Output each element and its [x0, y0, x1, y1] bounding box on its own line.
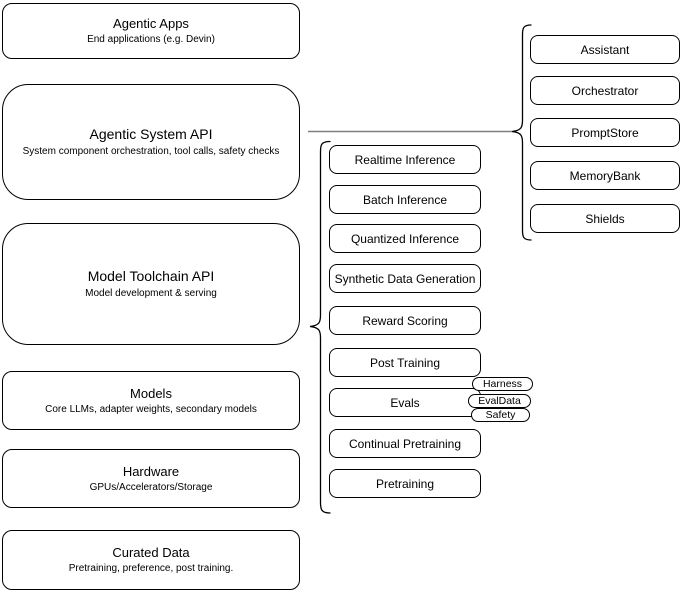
component-batch-inference: Batch Inference [329, 185, 481, 214]
system-component-orchestrator: Orchestrator [530, 76, 680, 105]
eval-tag-harness: Harness [472, 377, 533, 391]
layer-subtitle: End applications (e.g. Devin) [87, 34, 215, 45]
component-label: PromptStore [571, 125, 639, 140]
layer-agentic-apps: Agentic Apps End applications (e.g. Devi… [2, 3, 300, 59]
component-label: Synthetic Data Generation [334, 271, 476, 286]
component-label: Evals [390, 395, 420, 410]
component-synthetic-data-generation: Synthetic Data Generation [329, 264, 481, 293]
layer-models: Models Core LLMs, adapter weights, secon… [2, 371, 300, 430]
layer-title: Model Toolchain API [87, 268, 215, 284]
layer-subtitle: Model development & serving [85, 288, 217, 299]
component-continual-pretraining: Continual Pretraining [329, 429, 481, 458]
component-label: Realtime Inference [354, 152, 456, 167]
toolchain-components-brace [309, 140, 331, 514]
component-label: MemoryBank [569, 168, 641, 183]
layer-title: Agentic Apps [113, 16, 189, 31]
component-label: Quantized Inference [350, 231, 460, 246]
layer-title: Models [130, 385, 172, 401]
component-label: Post Training [369, 355, 441, 370]
component-label: Reward Scoring [362, 313, 448, 328]
component-quantized-inference: Quantized Inference [329, 224, 481, 253]
eval-tag-evaldata: EvalData [468, 394, 531, 408]
eval-tag-safety: Safety [471, 408, 530, 422]
system-component-memorybank: MemoryBank [530, 161, 680, 190]
system-components-brace [511, 24, 532, 241]
eval-tag-label: Safety [485, 408, 516, 421]
component-evals: Evals [329, 388, 481, 417]
layer-subtitle: GPUs/Accelerators/Storage [89, 481, 213, 493]
layer-curated-data: Curated Data Pretraining, preference, po… [2, 530, 300, 590]
system-component-shields: Shields [530, 204, 680, 233]
layer-hardware: Hardware GPUs/Accelerators/Storage [2, 449, 300, 508]
component-post-training: Post Training [329, 348, 481, 377]
component-label: Shields [585, 211, 625, 226]
layer-title: Agentic System API [89, 126, 213, 142]
eval-tag-label: Harness [482, 377, 523, 390]
layer-agentic-system-api: Agentic System API System component orch… [2, 84, 300, 200]
component-pretraining: Pretraining [329, 469, 481, 498]
system-component-promptstore: PromptStore [530, 118, 680, 147]
component-label: Assistant [580, 42, 630, 57]
component-reward-scoring: Reward Scoring [329, 306, 481, 335]
system-component-assistant: Assistant [530, 35, 680, 64]
eval-tag-label: EvalData [478, 394, 521, 407]
layer-subtitle: Core LLMs, adapter weights, secondary mo… [45, 403, 257, 415]
component-realtime-inference: Realtime Inference [329, 145, 481, 174]
component-label: Continual Pretraining [348, 436, 462, 451]
component-label: Batch Inference [362, 192, 448, 207]
layer-subtitle: System component orchestration, tool cal… [22, 146, 280, 157]
layer-model-toolchain-api: Model Toolchain API Model development & … [2, 223, 300, 345]
layer-title: Hardware [122, 463, 180, 479]
layer-title: Curated Data [112, 545, 190, 560]
layer-subtitle: Pretraining, preference, post training. [68, 563, 234, 574]
component-label: Orchestrator [571, 83, 639, 98]
component-label: Pretraining [375, 476, 435, 491]
